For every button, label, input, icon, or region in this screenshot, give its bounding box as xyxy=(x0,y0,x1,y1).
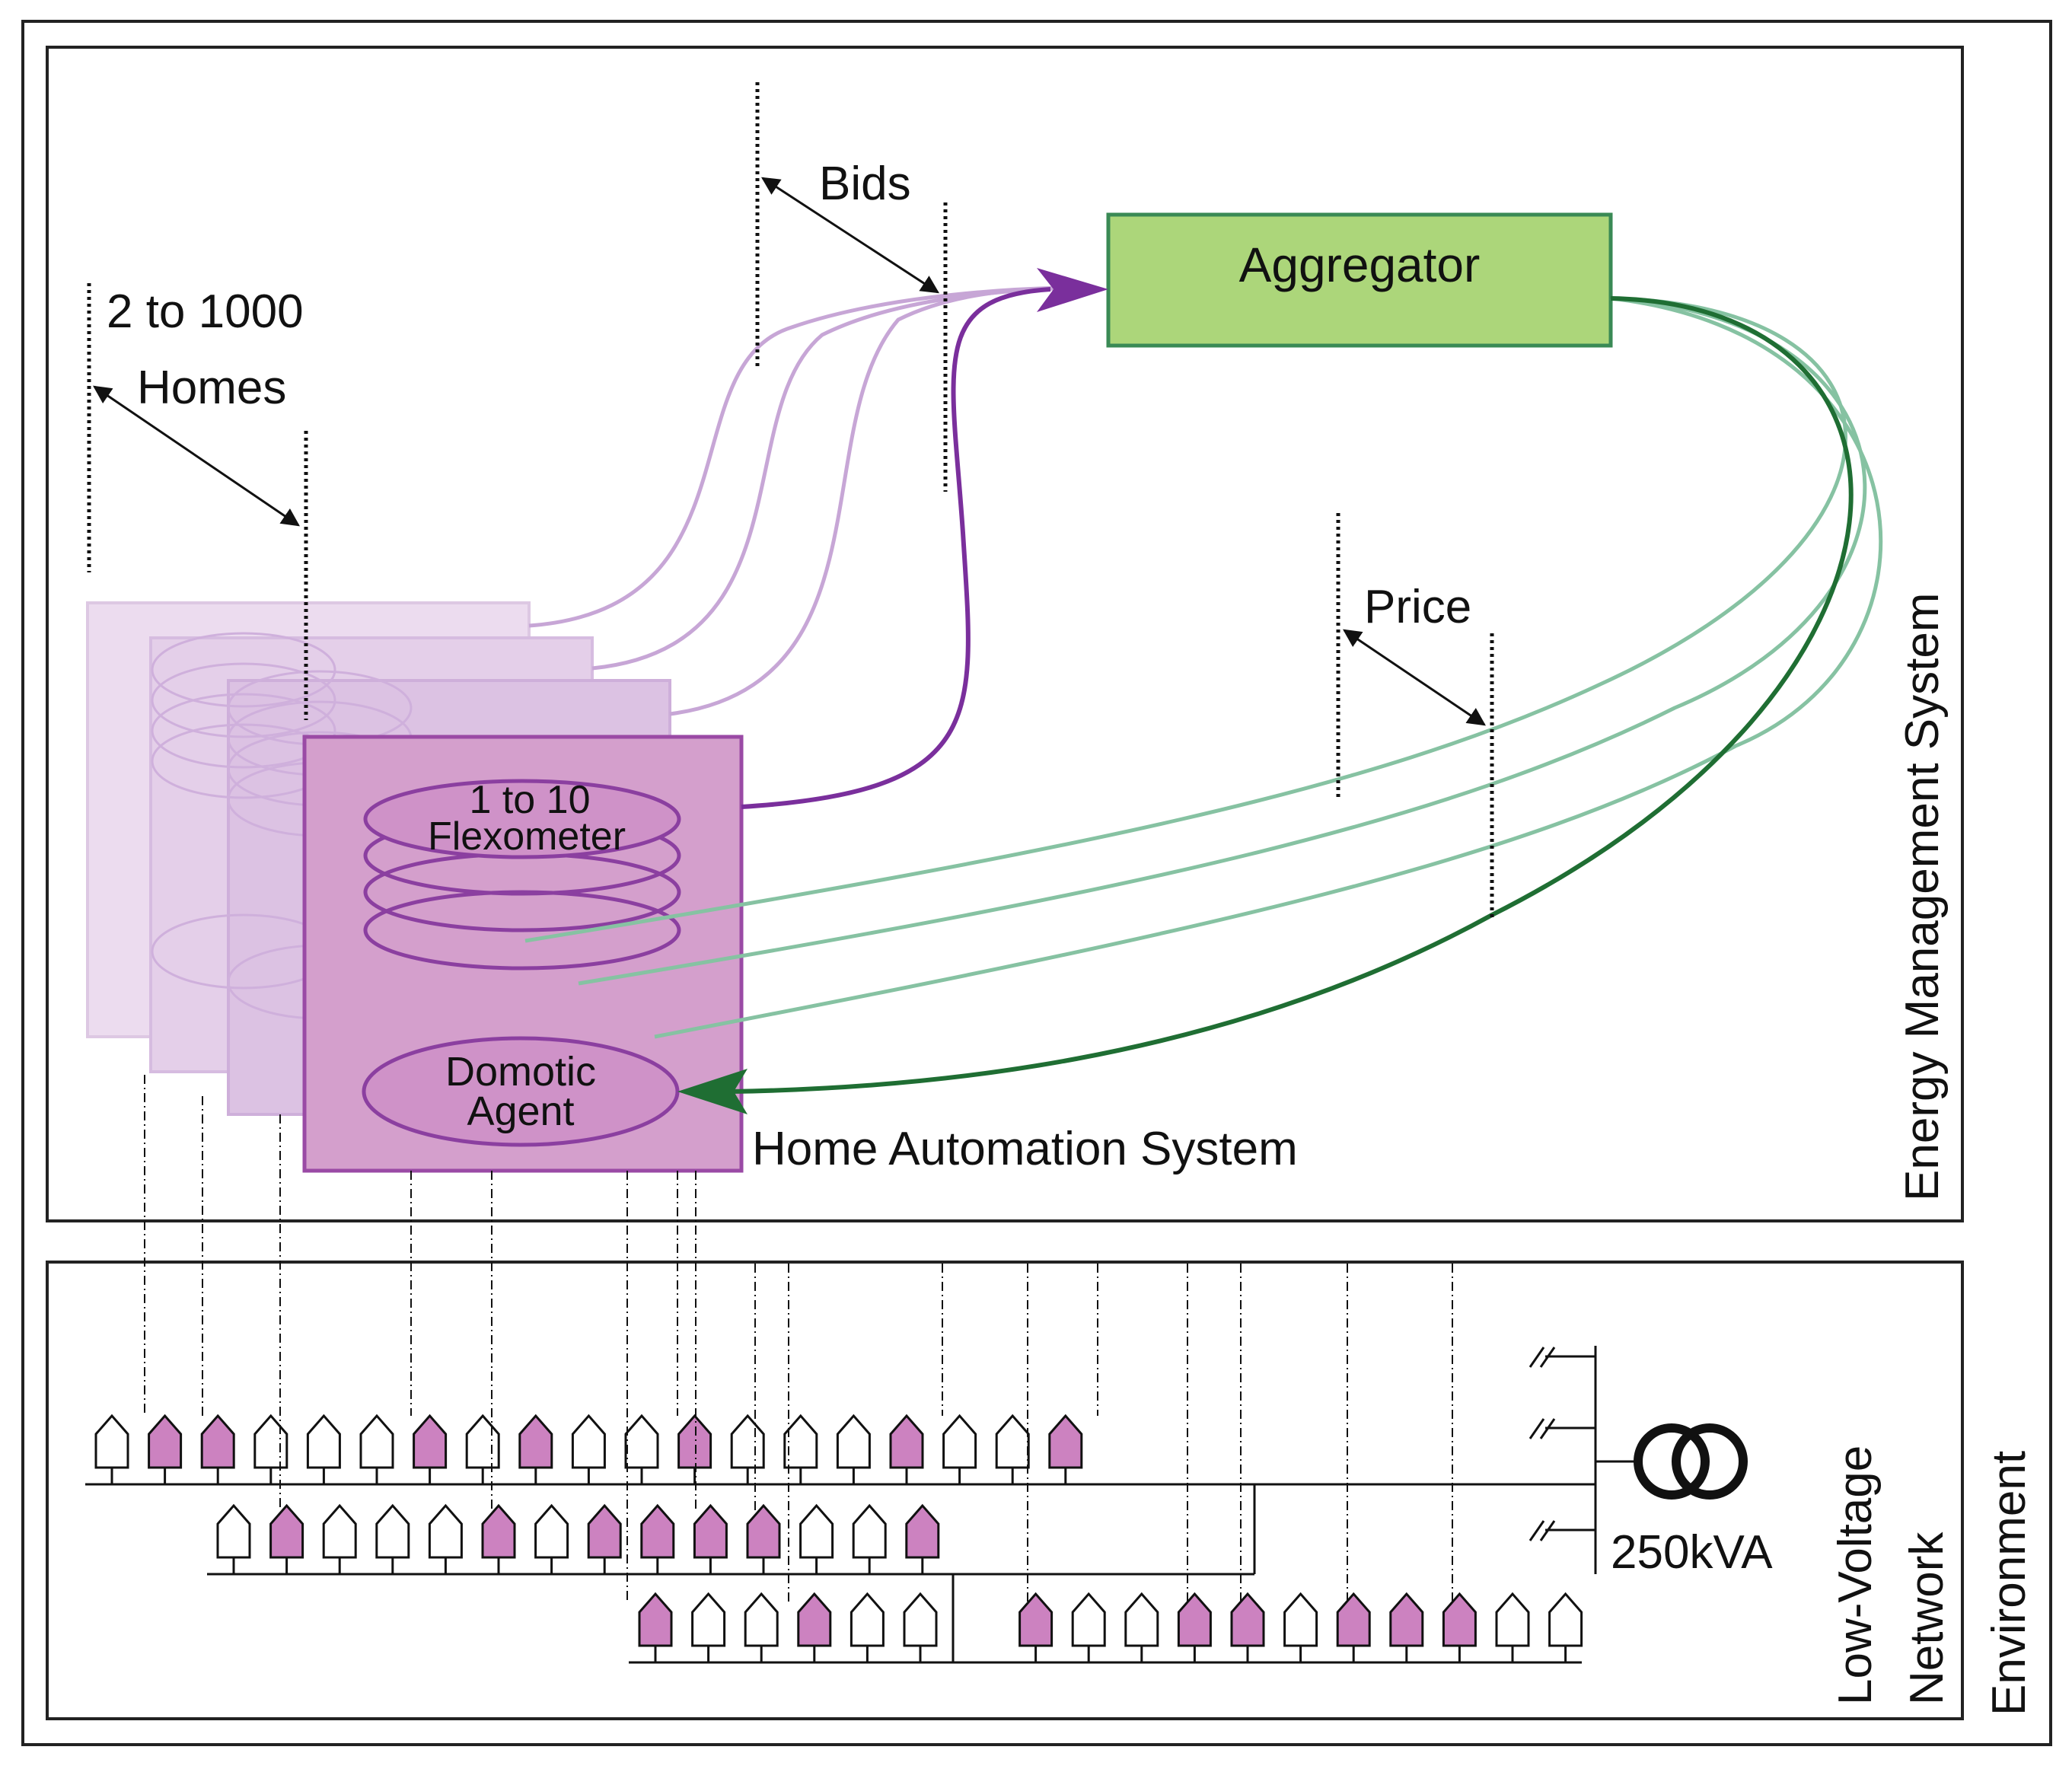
house-icon xyxy=(322,1503,357,1574)
flexometer-label: Flexometer xyxy=(428,814,626,859)
house-icon xyxy=(1548,1592,1583,1662)
house-icon xyxy=(465,1414,500,1484)
low-voltage-label-line1: Low-Voltage xyxy=(1829,1445,1882,1705)
house-flexible-icon xyxy=(269,1503,304,1574)
transformer-rating-label: 250kVA xyxy=(1611,1526,1773,1579)
house-flexible-icon xyxy=(1230,1592,1265,1662)
house-icon xyxy=(783,1414,818,1484)
homes-label: Homes xyxy=(137,362,286,414)
energy-management-label: Energy Management System xyxy=(1896,593,1949,1202)
bid-arrowhead xyxy=(1037,268,1108,312)
flexometer-stack xyxy=(363,779,681,971)
house-flexible-icon xyxy=(1177,1592,1212,1662)
house-flexible-icon xyxy=(693,1503,728,1574)
house-flexible-icon xyxy=(200,1414,235,1484)
price-arrowhead xyxy=(677,1069,748,1114)
house-flexible-icon xyxy=(413,1414,448,1484)
aggregator-label: Aggregator xyxy=(1239,237,1481,292)
house-icon xyxy=(852,1503,887,1574)
low-voltage-label-line2: Network xyxy=(1901,1532,1953,1705)
house-icon xyxy=(359,1414,394,1484)
flexometer-count-label: 1 to 10 xyxy=(469,778,590,822)
house-icon xyxy=(1495,1592,1530,1662)
house-flexible-icon xyxy=(587,1503,622,1574)
house-flexible-icon xyxy=(1018,1592,1054,1662)
bid-arrows-faded xyxy=(528,285,1097,716)
environment-frame xyxy=(21,20,2052,1746)
house-icon xyxy=(216,1503,251,1574)
bids-label: Bids xyxy=(819,158,911,210)
house-flexible-icon xyxy=(677,1414,712,1484)
house-layer xyxy=(94,1414,1583,1662)
house-icon xyxy=(306,1414,341,1484)
feeder-lines xyxy=(85,1346,1637,1664)
homes-range-label: 2 to 1000 xyxy=(107,285,304,338)
house-flexible-icon xyxy=(148,1414,183,1484)
dimension-markers xyxy=(87,82,1494,921)
price-label: Price xyxy=(1364,581,1471,633)
house-icon xyxy=(1071,1592,1106,1662)
house-flexible-icon xyxy=(1389,1592,1424,1662)
house-icon xyxy=(903,1592,938,1662)
house-flexible-icon xyxy=(1336,1592,1371,1662)
house-icon xyxy=(624,1414,659,1484)
house-flexible-icon xyxy=(481,1503,516,1574)
price-arrow xyxy=(730,296,1854,1094)
house-icon xyxy=(850,1592,885,1662)
house-icon xyxy=(744,1592,779,1662)
house-flexible-icon xyxy=(518,1414,553,1484)
aggregator-box xyxy=(1106,212,1613,348)
house-icon xyxy=(942,1414,977,1484)
house-flexible-icon xyxy=(1048,1414,1083,1484)
house-icon xyxy=(571,1414,606,1484)
energy-management-frame xyxy=(46,46,1964,1222)
house-flexible-icon xyxy=(905,1503,940,1574)
transformer-icon xyxy=(1634,1423,1748,1500)
domotic-agent-label-line1: Domotic xyxy=(445,1049,596,1095)
house-icon xyxy=(94,1414,129,1484)
house-flexible-icon xyxy=(889,1414,924,1484)
house-icon xyxy=(1283,1592,1318,1662)
home-link-lines xyxy=(144,1075,1453,1602)
house-icon xyxy=(1124,1592,1159,1662)
house-icon xyxy=(534,1503,569,1574)
house-flexible-icon xyxy=(797,1592,832,1662)
bid-arrow xyxy=(741,287,1051,809)
house-icon xyxy=(253,1414,288,1484)
house-flexible-icon xyxy=(746,1503,781,1574)
dimension-arrows xyxy=(93,177,1486,726)
house-icon xyxy=(799,1503,834,1574)
house-flexible-icon xyxy=(640,1503,675,1574)
house-icon xyxy=(691,1592,726,1662)
house-flexible-icon xyxy=(638,1592,673,1662)
environment-label: Environment xyxy=(1983,1451,2035,1716)
house-icon xyxy=(375,1503,410,1574)
low-voltage-frame xyxy=(46,1261,1964,1720)
home-automation-label: Home Automation System xyxy=(752,1123,1298,1175)
domotic-agent-label-line2: Agent xyxy=(467,1088,574,1134)
house-flexible-icon xyxy=(1442,1592,1477,1662)
house-icon xyxy=(995,1414,1030,1484)
house-icon xyxy=(730,1414,765,1484)
house-icon xyxy=(428,1503,463,1574)
house-icon xyxy=(836,1414,871,1484)
